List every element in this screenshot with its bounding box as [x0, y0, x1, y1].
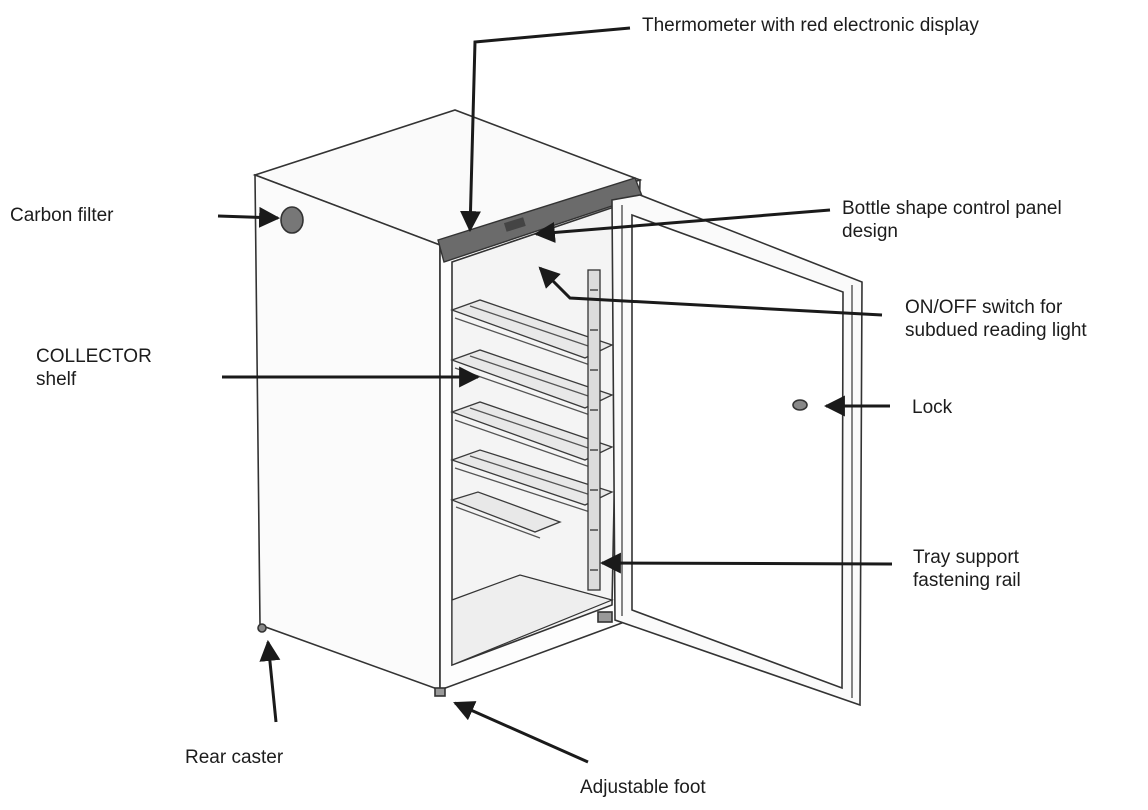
- lock-shape: [792, 399, 808, 411]
- label-control-panel-line-1: Bottle shape control panel: [842, 198, 1062, 219]
- thermometer-arrow: [460, 26, 631, 233]
- label-control-panel: Bottle shape control panel design: [842, 197, 1062, 243]
- label-collector-shelf-line-1: COLLECTOR: [36, 346, 152, 367]
- interior-floor: [451, 574, 614, 666]
- on-off-switch-arrow: [538, 266, 883, 317]
- cabinet-side: [254, 173, 441, 692]
- label-adjustable-foot: Adjustable foot: [580, 777, 706, 798]
- label-control-panel-line-2: design: [842, 221, 898, 242]
- rack-shelf-1: [450, 299, 614, 359]
- rear-caster-wheel: [257, 623, 267, 633]
- tray-support-rail: [587, 269, 601, 591]
- label-tray-support-line-1: Tray support: [913, 547, 1019, 568]
- label-tray-support: Tray support fastening rail: [913, 546, 1021, 592]
- wine-rack: [450, 299, 614, 539]
- label-rear-caster: Rear caster: [185, 747, 284, 768]
- rack-shelf-5: [450, 491, 562, 533]
- cabinet-door: [597, 194, 863, 707]
- adjustable-foot-shape: [434, 687, 446, 697]
- rear-caster-arrow: [259, 639, 281, 723]
- door-glass: [631, 213, 844, 690]
- adjustable-foot-arrow: [453, 701, 589, 764]
- label-on-off-switch: ON/OFF switch for subdued reading light: [905, 296, 1087, 342]
- carbon-filter-arrow: [217, 206, 281, 228]
- label-carbon-filter: Carbon filter: [10, 205, 114, 226]
- rack-shelf-2: [450, 349, 614, 409]
- rack-shelf-3: [450, 401, 614, 461]
- label-collector-shelf-line-2: shelf: [36, 369, 77, 390]
- control-panel-arrow: [533, 208, 831, 243]
- label-lock: Lock: [912, 397, 953, 418]
- label-on-off-switch-line-1: ON/OFF switch for: [905, 297, 1063, 318]
- label-on-off-switch-line-2: subdued reading light: [905, 320, 1087, 341]
- label-thermometer: Thermometer with red electronic display: [642, 15, 979, 36]
- label-tray-support-line-2: fastening rail: [913, 570, 1021, 591]
- tray-support-arrow: [599, 552, 893, 574]
- leader-arrows: [217, 26, 893, 764]
- label-collector-shelf: COLLECTOR shelf: [36, 345, 152, 391]
- door-hinge: [597, 611, 613, 623]
- carbon-filter-disc: [280, 206, 304, 234]
- thermometer-display: [503, 217, 526, 232]
